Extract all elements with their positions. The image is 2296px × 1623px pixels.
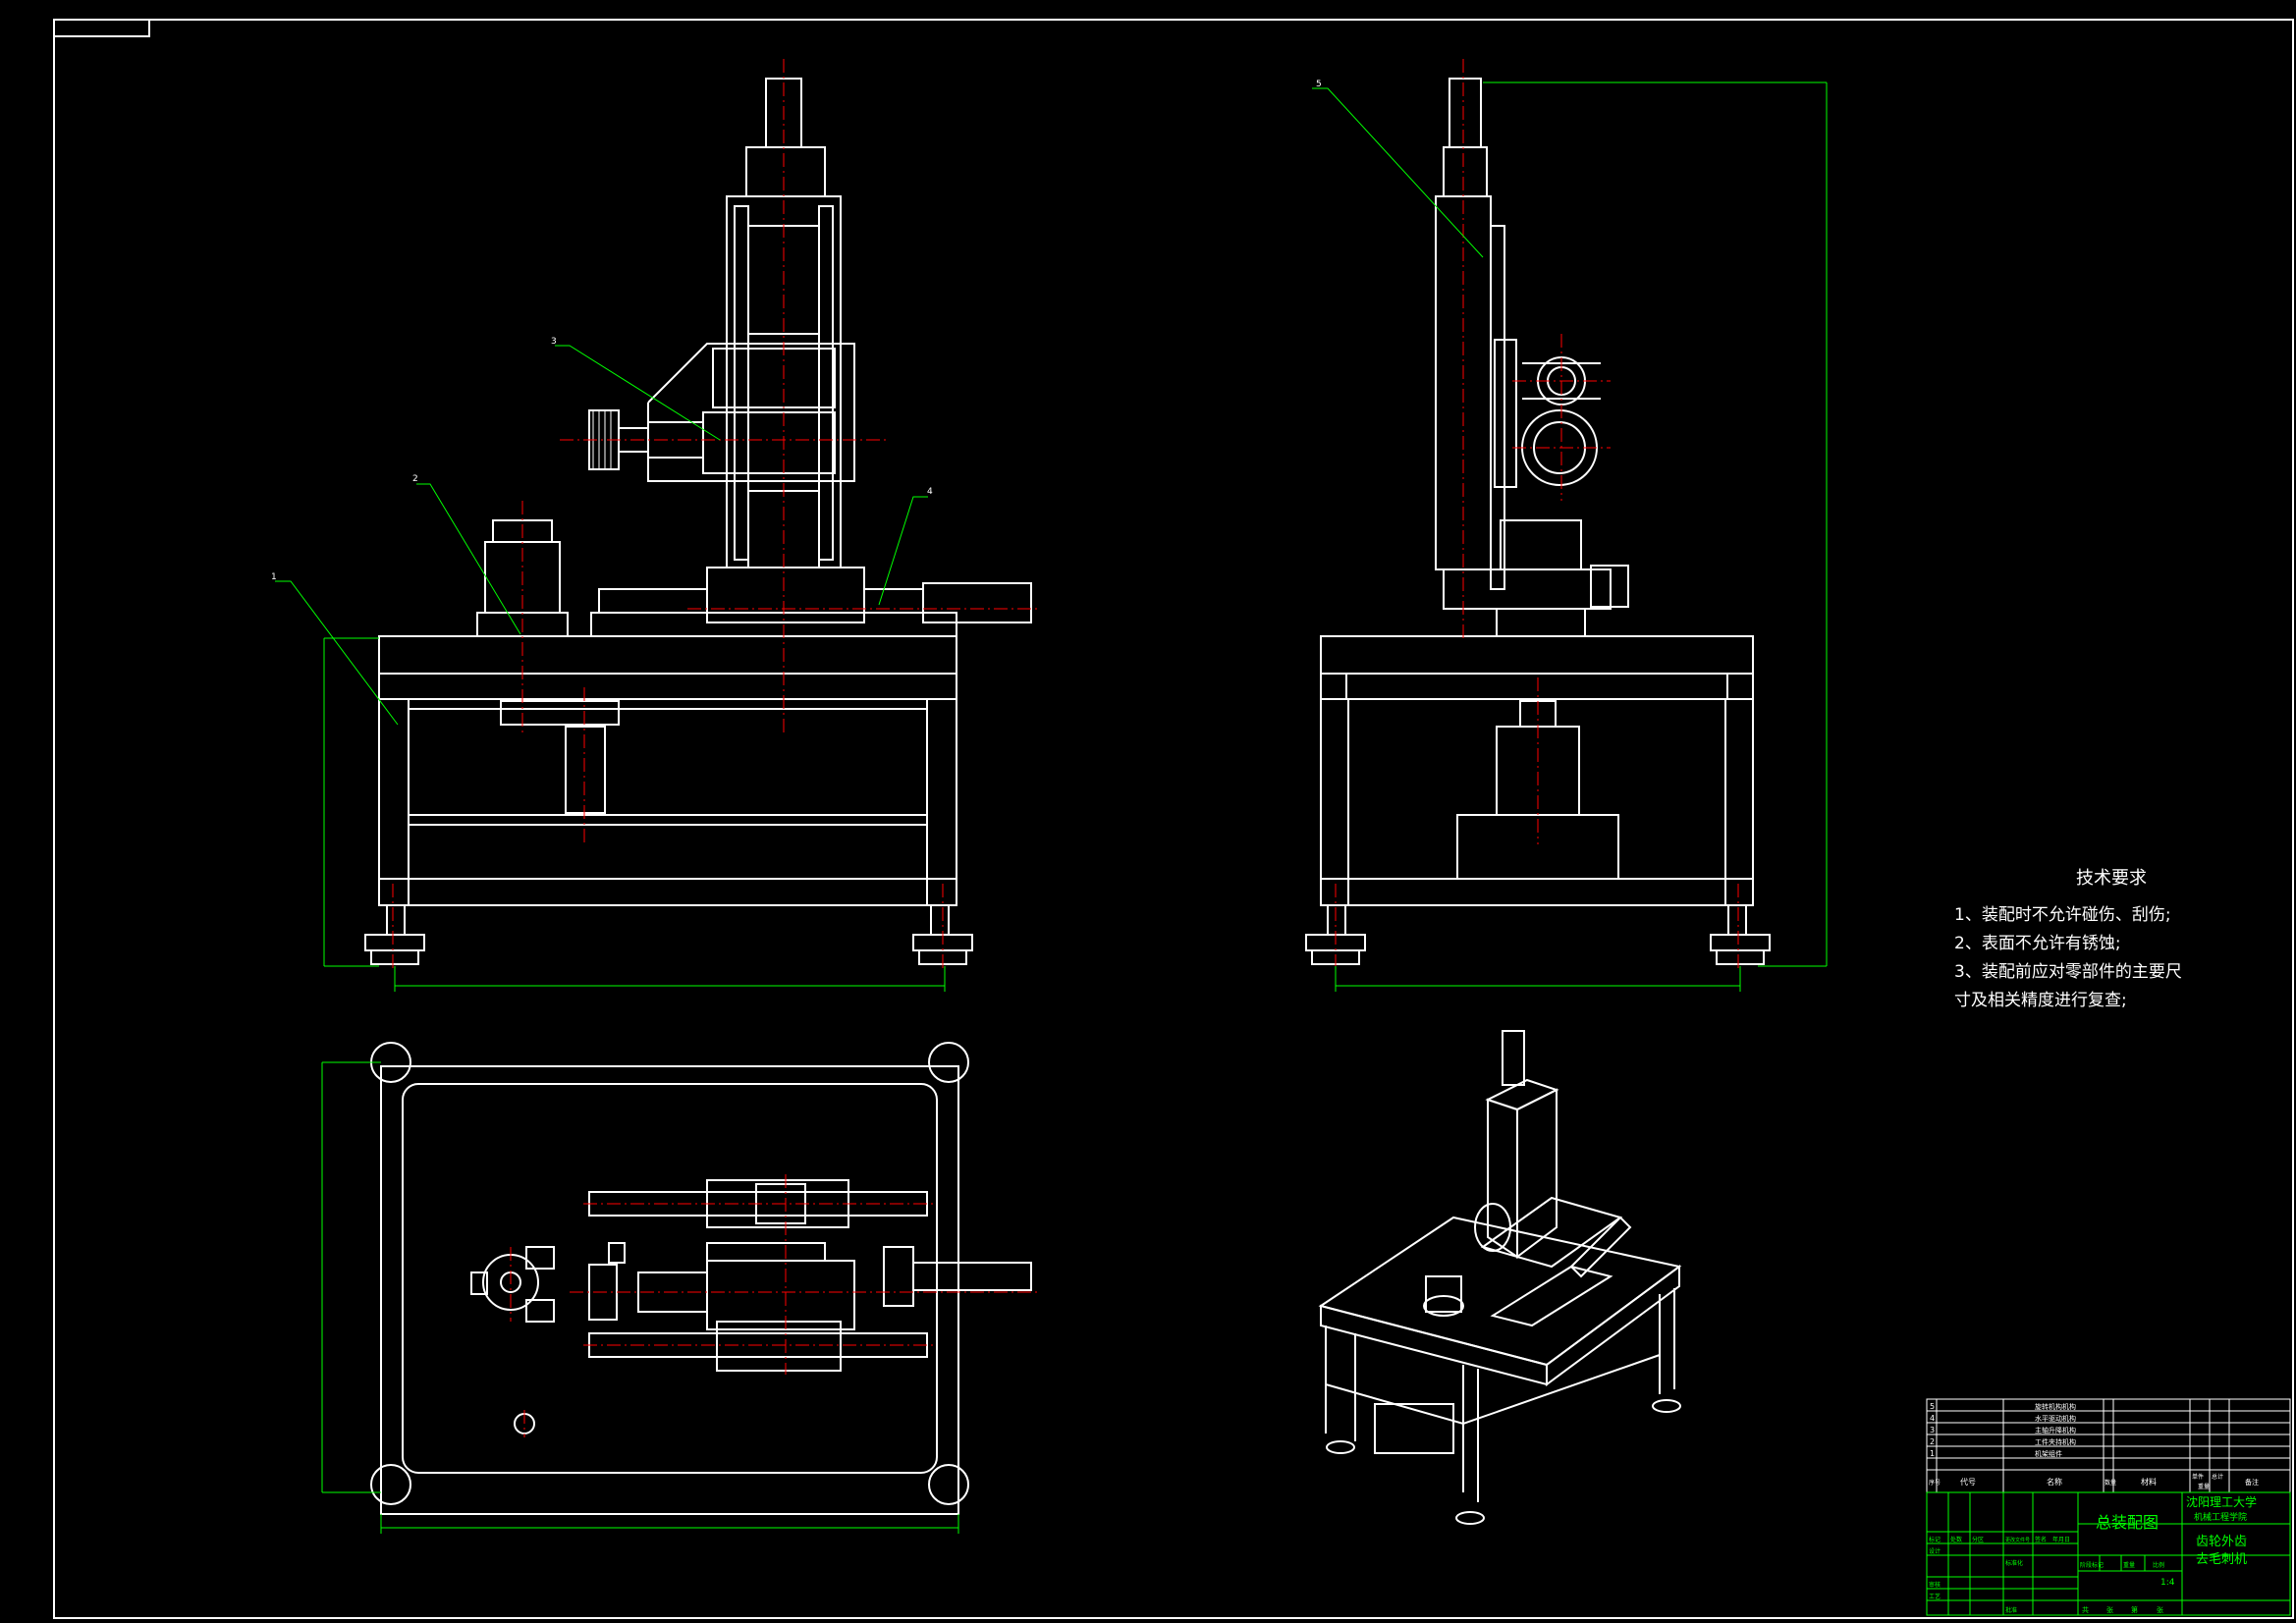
bom-name-2: 工件夹持机构 [2035, 1437, 2076, 1446]
tech-item-1: 1、装配时不允许碰伤、刮伤; [1954, 905, 2171, 925]
scale-value: 1:4 [2160, 1578, 2175, 1588]
college-name: 机械工程学院 [2194, 1511, 2247, 1523]
header-material: 材料 [2141, 1477, 2157, 1487]
part-callout-labels: 1 2 3 4 5 [271, 80, 1322, 582]
side-view-dimensions [1312, 81, 1828, 992]
side-view-centerlines [1335, 59, 1739, 972]
front-view [364, 78, 1032, 965]
sign-standard: 标准化 [2005, 1559, 2023, 1567]
product-name-1: 齿轮外齿 [2196, 1535, 2247, 1549]
title-block-text: 5 旋转机构机构 4 水平驱动机构 3 主轴升降机构 2 工件夹持机构 1 机架… [1929, 1402, 2259, 1614]
header-code: 代号 [1960, 1477, 1976, 1487]
header-seq: 序号 [1929, 1479, 1941, 1487]
sheet-unit-label-1: 张 [2106, 1605, 2113, 1614]
tech-item-4: 寸及相关精度进行复查; [1954, 991, 2127, 1010]
bom-name-1: 机架组件 [2035, 1449, 2062, 1458]
tech-title: 技术要求 [2076, 868, 2147, 889]
technical-requirements: 技术要求 1、装配时不允许碰伤、刮伤; 2、表面不允许有锈蚀; 3、装配前应对零… [1954, 864, 2269, 1015]
sign-change-doc: 更改文件号 [2005, 1537, 2030, 1543]
callout-3: 3 [551, 337, 557, 347]
bom-no-2: 2 [1930, 1437, 1935, 1446]
tech-item-2: 2、表面不允许有锈蚀; [1954, 934, 2121, 953]
sign-approve: 批准 [2005, 1606, 2017, 1614]
sheet-unit-label-2: 张 [2157, 1605, 2163, 1614]
header-qty: 数量 [2105, 1479, 2116, 1487]
bom-no-1: 1 [1930, 1449, 1935, 1458]
product-name-2: 去毛刺机 [2196, 1552, 2247, 1567]
sign-count: 处数 [1950, 1536, 1962, 1543]
sign-zone: 分区 [1972, 1536, 1984, 1543]
sign-signature: 签名 [2035, 1536, 2047, 1543]
callout-5: 5 [1316, 80, 1322, 89]
header-unit: 单件 [2192, 1473, 2204, 1481]
front-view-centerlines [392, 59, 1041, 972]
header-name: 名称 [2047, 1477, 2062, 1487]
top-view-dimensions [321, 1061, 959, 1534]
bom-no-3: 3 [1930, 1426, 1935, 1434]
sign-review: 审核 [1929, 1581, 1941, 1589]
top-view-centerlines [510, 1174, 1041, 1437]
drawing-name: 总装配图 [2096, 1513, 2159, 1532]
isometric-view [1318, 1030, 1682, 1525]
school-name: 沈阳理工大学 [2186, 1494, 2257, 1509]
front-view-dimensions [275, 345, 946, 992]
sign-date: 年月日 [2052, 1536, 2070, 1543]
bom-no-5: 5 [1930, 1402, 1935, 1411]
stage-weight: 重量 [2123, 1561, 2135, 1569]
sheet-total-label: 共 [2082, 1605, 2089, 1614]
bom-name-3: 主轴升降机构 [2035, 1426, 2076, 1434]
callout-1: 1 [271, 572, 277, 582]
callout-2: 2 [412, 474, 418, 484]
header-weight: 重量 [2198, 1483, 2210, 1490]
sign-mark: 标记 [1929, 1536, 1941, 1543]
top-view [370, 1042, 1032, 1515]
bom-name-5: 旋转机构机构 [2035, 1402, 2076, 1411]
title-block-lower [1926, 1491, 2291, 1616]
sign-design: 设计 [1929, 1547, 1941, 1555]
drawing-frame [53, 19, 2294, 1619]
sheet-no-label: 第 [2131, 1605, 2138, 1614]
bom-no-4: 4 [1930, 1414, 1935, 1423]
bom-name-4: 水平驱动机构 [2035, 1414, 2076, 1423]
callout-4: 4 [927, 487, 933, 497]
stage-mark: 阶段标记 [2080, 1561, 2104, 1569]
sign-process: 工艺 [1929, 1593, 1941, 1600]
header-total: 总计 [2212, 1473, 2223, 1481]
tech-item-3: 3、装配前应对零部件的主要尺 [1954, 962, 2182, 982]
stage-scale: 比例 [2153, 1561, 2164, 1569]
header-remark: 备注 [2245, 1478, 2259, 1487]
